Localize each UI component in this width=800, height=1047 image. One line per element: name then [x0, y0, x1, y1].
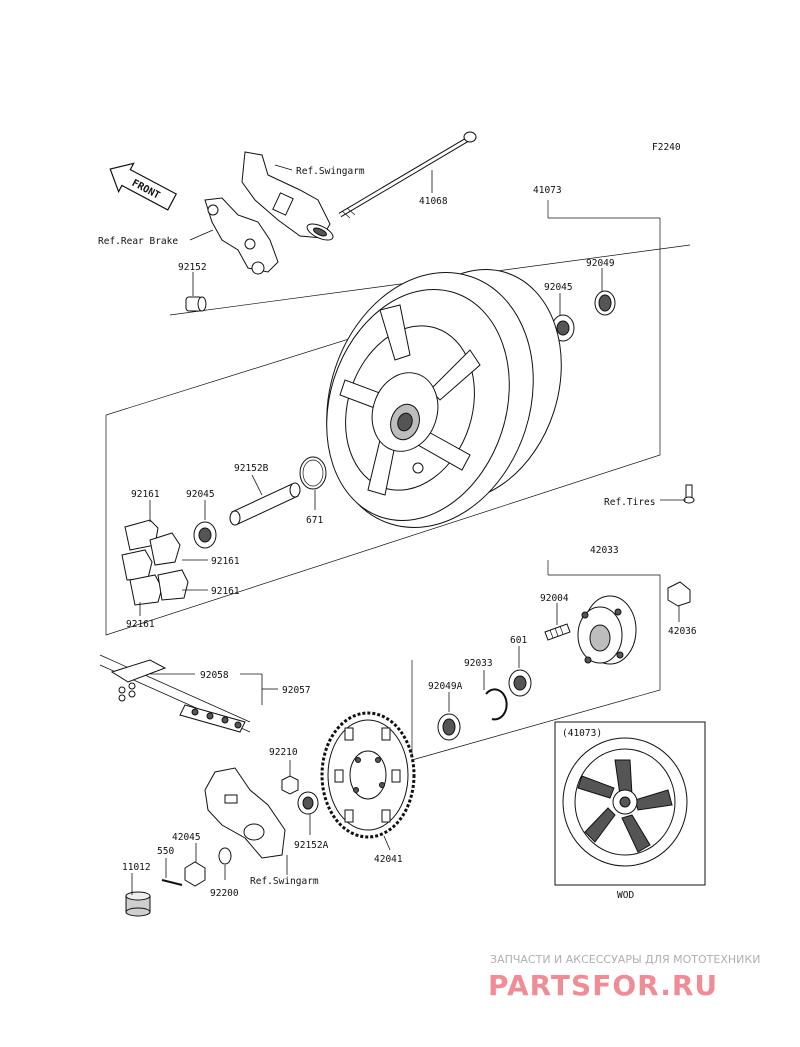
label-ref-swingarm-bottom: Ref.Swingarm: [250, 876, 319, 887]
label-92049: 92049: [586, 258, 615, 269]
swingarm-bracket-top: [241, 151, 334, 241]
label-671: 671: [306, 515, 323, 526]
label-92161-1: 92161: [131, 489, 160, 500]
wheel-assembly-frame: [105, 200, 661, 636]
oil-seal-92049: [594, 290, 616, 316]
label-92161-2: 92161: [211, 556, 240, 567]
coupling-42033: [577, 595, 637, 665]
label-92004: 92004: [540, 593, 569, 604]
label-601: 601: [510, 635, 527, 646]
stud-92004: [544, 623, 571, 641]
label-ref-tires: Ref.Tires: [604, 497, 655, 508]
inset-ref: (41073): [562, 728, 602, 739]
label-92152b: 92152B: [234, 463, 269, 474]
label-41068: 41068: [419, 196, 448, 207]
label-92045-top: 92045: [544, 282, 573, 293]
label-92058: 92058: [200, 670, 229, 681]
label-92049a: 92049A: [428, 681, 463, 692]
nut-92210: [281, 775, 299, 795]
label-92045-left: 92045: [186, 489, 215, 500]
nut-42036: [667, 581, 691, 607]
label-92152: 92152: [178, 262, 207, 273]
label-550: 550: [157, 846, 174, 857]
label-42033: 42033: [590, 545, 619, 556]
label-92152a: 92152A: [294, 840, 329, 851]
part-labels: Ref.Swingarm 41068 41073 Ref.Rear Brake …: [98, 166, 697, 899]
cap-11012: [125, 891, 151, 917]
rear-axle: [338, 131, 477, 219]
label-42041: 42041: [374, 854, 403, 865]
label-92057: 92057: [282, 685, 311, 696]
watermark-tagline: ЗАПЧАСТИ И АКСЕССУАРЫ ДЛЯ МОТОТЕХНИКИ: [490, 953, 760, 966]
label-92161-4: 92161: [126, 619, 155, 630]
watermark-brand: PARTSFOR.RU: [488, 969, 718, 1002]
wheel-dampers: [121, 519, 189, 606]
label-41073: 41073: [533, 185, 562, 196]
sprocket-42041: [320, 711, 416, 839]
drive-chain: [99, 654, 251, 733]
rear-wheel: [326, 269, 562, 528]
axle-nut-42045: [184, 861, 206, 887]
label-92210: 92210: [269, 747, 298, 758]
bearing-92045-left: [193, 521, 217, 549]
swingarm-bracket-bottom: [204, 767, 286, 859]
cotter-pin-550: [161, 879, 183, 886]
collar-92152b: [229, 482, 301, 526]
label-42045: 42045: [172, 832, 201, 843]
watermark: ЗАПЧАСТИ И АКСЕССУАРЫ ДЛЯ МОТОТЕХНИКИ PA…: [488, 953, 760, 1002]
o-ring-671: [299, 456, 327, 490]
figure-code: F2240: [652, 142, 681, 153]
label-92161-3: 92161: [211, 586, 240, 597]
label-92033: 92033: [464, 658, 493, 669]
bearing-601: [508, 669, 532, 697]
label-ref-rear-brake: Ref.Rear Brake: [98, 236, 178, 247]
label-ref-swingarm-top: Ref.Swingarm: [296, 166, 365, 177]
collar-92152a: [297, 791, 319, 815]
washer-92200: [218, 847, 232, 865]
circlip-92033: [485, 688, 508, 721]
label-42036: 42036: [668, 626, 697, 637]
collar-92152: [185, 296, 207, 312]
inset-color-code: WOD: [617, 890, 634, 901]
label-92200: 92200: [210, 888, 239, 899]
leader-lines: [131, 164, 686, 895]
label-11012: 11012: [122, 862, 151, 873]
oil-seal-92049a: [437, 713, 461, 741]
coupling-assembly-frame: [411, 560, 661, 761]
inset-wheel-box: (41073) WOD: [554, 721, 706, 901]
rear-brake-bracket: [204, 197, 279, 275]
front-arrow-icon: FRONT: [109, 162, 178, 211]
